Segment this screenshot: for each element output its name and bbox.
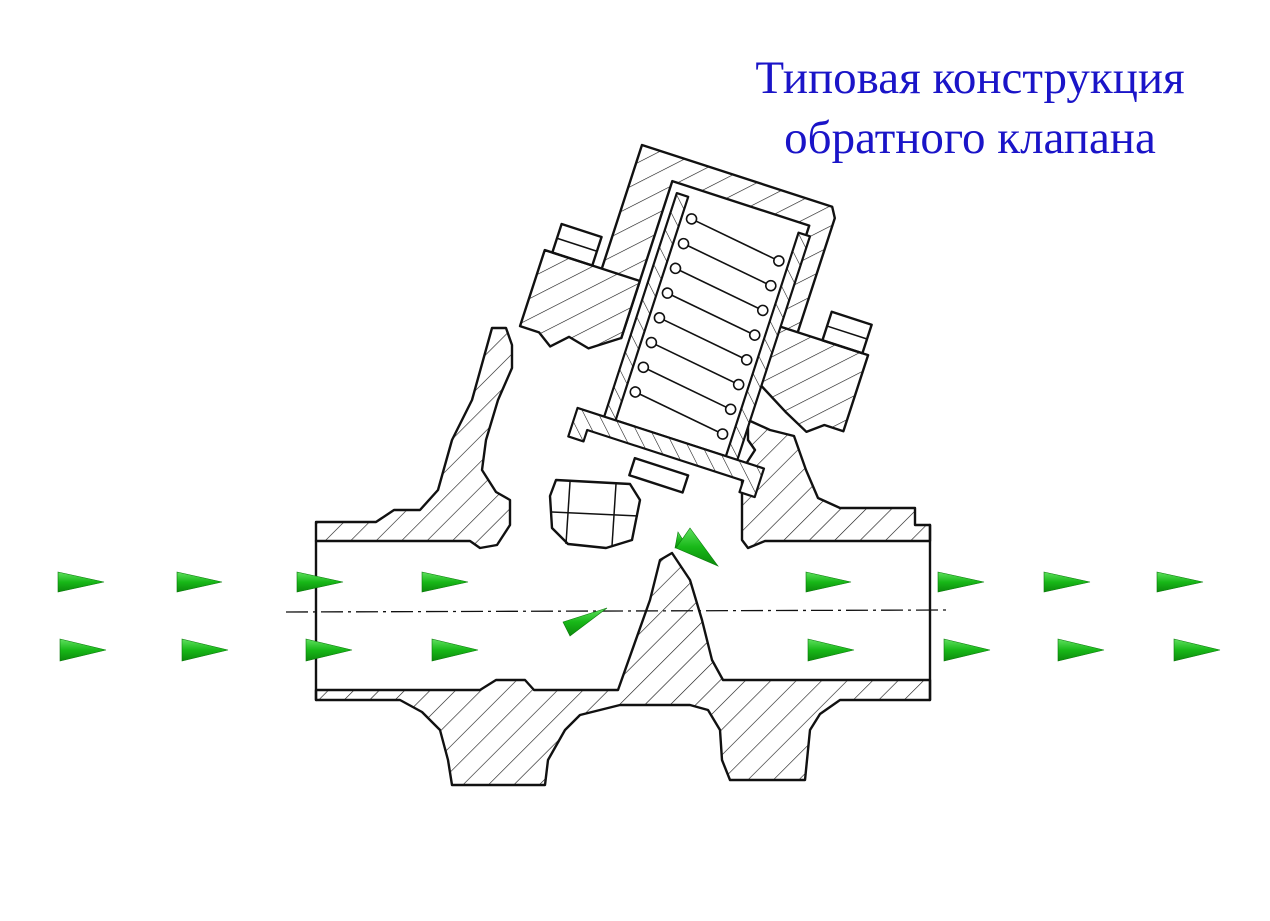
flow-arrow (943, 638, 991, 662)
flow-arrows (57, 527, 1221, 662)
flow-arrow (296, 571, 344, 593)
bonnet-flange-right (757, 324, 870, 434)
flow-arrow-angled (562, 607, 608, 637)
flow-arrow (1156, 571, 1204, 593)
flow-arrow (807, 638, 855, 662)
flow-arrow (1057, 638, 1105, 662)
flow-arrow (176, 571, 223, 593)
flow-arrow (59, 638, 107, 662)
body-upper-right-wall (740, 418, 932, 550)
title-line-2: обратного клапана (784, 112, 1156, 164)
stem (628, 456, 690, 494)
flow-arrow (805, 571, 852, 593)
flow-arrow (937, 571, 985, 593)
flow-arrow (305, 638, 353, 662)
spring (629, 213, 785, 440)
flow-arrow (421, 571, 469, 593)
flow-arrow (1043, 571, 1091, 593)
bonnet-flange-left (518, 248, 642, 350)
diagram-title: Типовая конструкция обратного клапана (700, 48, 1240, 168)
valve-body (314, 326, 932, 787)
body-upper-left-wall (314, 326, 514, 550)
flow-arrow-angled (675, 527, 719, 567)
hex-nut (548, 478, 642, 550)
valve-disc (567, 406, 766, 499)
bonnet-assembly (518, 143, 873, 550)
flow-arrow (57, 571, 105, 593)
title-line-1: Типовая конструкция (755, 52, 1185, 104)
pipe-centerline (285, 609, 947, 613)
flow-arrow (431, 638, 479, 662)
flow-arrow (181, 638, 229, 662)
flow-arrow (1173, 638, 1221, 662)
body-lower-wall (314, 551, 932, 787)
